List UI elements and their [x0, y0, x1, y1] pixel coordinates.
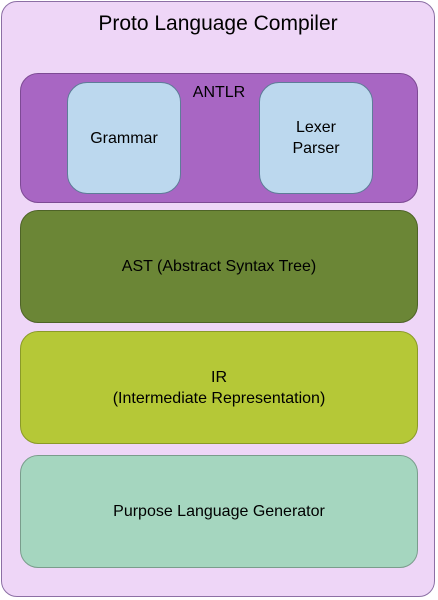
- antlr-label: ANTLR: [192, 84, 246, 101]
- grammar-label: Grammar: [90, 129, 158, 147]
- lexer-parser-box: Lexer Parser: [259, 82, 373, 194]
- parser-label: Parser: [292, 140, 340, 157]
- lexer-label: Lexer: [295, 119, 337, 136]
- ast-label: AST (Abstract Syntax Tree): [121, 258, 317, 275]
- ir-layer: IR (Intermediate Representation): [20, 331, 418, 444]
- diagram-title: Proto Language Compiler: [98, 12, 338, 35]
- grammar-box: Grammar: [67, 82, 181, 194]
- generator-layer: Purpose Language Generator: [20, 455, 418, 568]
- ir-label: IR: [211, 368, 227, 386]
- antlr-layer: ANTLR Grammar Lexer Parser: [20, 73, 418, 203]
- ast-layer: AST (Abstract Syntax Tree): [20, 210, 418, 323]
- generator-label: Purpose Language Generator: [113, 503, 325, 520]
- ir-description: (Intermediate Representation): [112, 389, 326, 407]
